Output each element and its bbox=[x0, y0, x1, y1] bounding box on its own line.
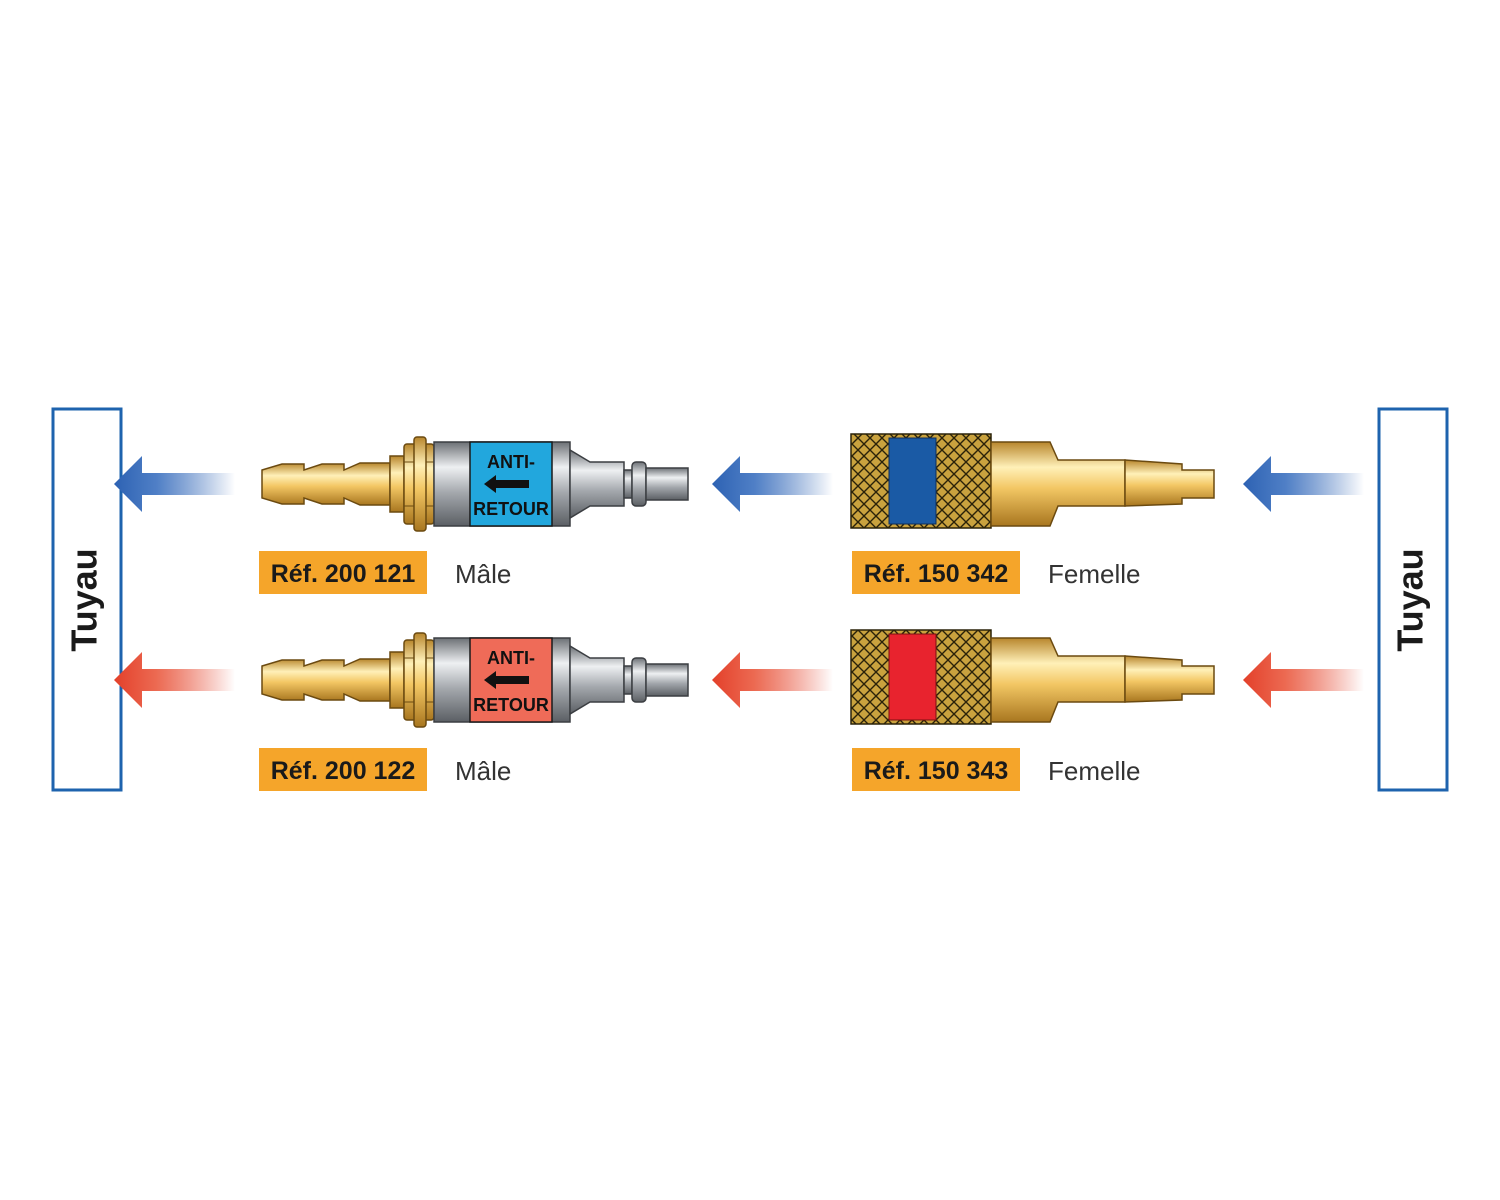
type-text-male-fuel-gas: Mâle bbox=[455, 756, 511, 786]
check-valve-text-line1-fuel-gas: ANTI- bbox=[487, 648, 535, 668]
ref-text-female-fuel-gas: Réf. 150 343 bbox=[864, 757, 1009, 785]
type-text-male-oxygen: Mâle bbox=[455, 559, 511, 589]
female-coupling-oxygen bbox=[850, 433, 1215, 529]
ref-badge-female-fuel-gas bbox=[852, 748, 1020, 791]
check-valve-text-line2-oxygen: RETOUR bbox=[473, 499, 549, 519]
fuel-gas-line: ANTI- RETOUR Réf. 200 122 Mâle Réf. 150 … bbox=[114, 629, 1364, 791]
female-coupling-fuel-gas bbox=[850, 629, 1215, 725]
ref-text-male-oxygen: Réf. 200 121 bbox=[271, 560, 416, 588]
hose-label-right: Tuyau bbox=[1390, 548, 1431, 651]
oxygen-line: ANTI- RETOUR Réf. 200 121 Mâle Réf. 150 … bbox=[114, 433, 1364, 594]
flow-arrow-middle-fuel-gas bbox=[712, 652, 833, 708]
ref-text-male-fuel-gas: Réf. 200 122 bbox=[271, 757, 416, 785]
color-band-fuel-gas bbox=[888, 633, 937, 721]
hose-frame-left bbox=[51, 407, 123, 792]
check-valve-text-line1-oxygen: ANTI- bbox=[487, 452, 535, 472]
ref-text-female-oxygen: Réf. 150 342 bbox=[864, 560, 1009, 588]
flow-arrow-middle-oxygen bbox=[712, 456, 833, 512]
ref-badge-female-oxygen bbox=[852, 551, 1020, 594]
ref-badge-male-oxygen bbox=[259, 551, 427, 594]
color-band-oxygen bbox=[888, 437, 937, 525]
flow-arrow-right-fuel-gas bbox=[1243, 652, 1364, 708]
hose-frame-right bbox=[1377, 407, 1449, 792]
check-valve-arrow-icon-oxygen bbox=[484, 475, 529, 493]
hose-label-left: Tuyau bbox=[64, 548, 105, 651]
flow-arrow-right-oxygen bbox=[1243, 456, 1364, 512]
type-text-female-oxygen: Femelle bbox=[1048, 559, 1140, 589]
check-valve-text-line2-fuel-gas: RETOUR bbox=[473, 695, 549, 715]
type-text-female-fuel-gas: Femelle bbox=[1048, 756, 1140, 786]
flow-arrow-left-fuel-gas bbox=[114, 652, 235, 708]
flow-arrow-left-oxygen bbox=[114, 456, 235, 512]
male-coupling-oxygen: ANTI- RETOUR bbox=[261, 436, 689, 532]
male-coupling-fuel-gas: ANTI- RETOUR bbox=[261, 632, 689, 728]
check-valve-arrow-icon-fuel-gas bbox=[484, 671, 529, 689]
ref-badge-male-fuel-gas bbox=[259, 748, 427, 791]
